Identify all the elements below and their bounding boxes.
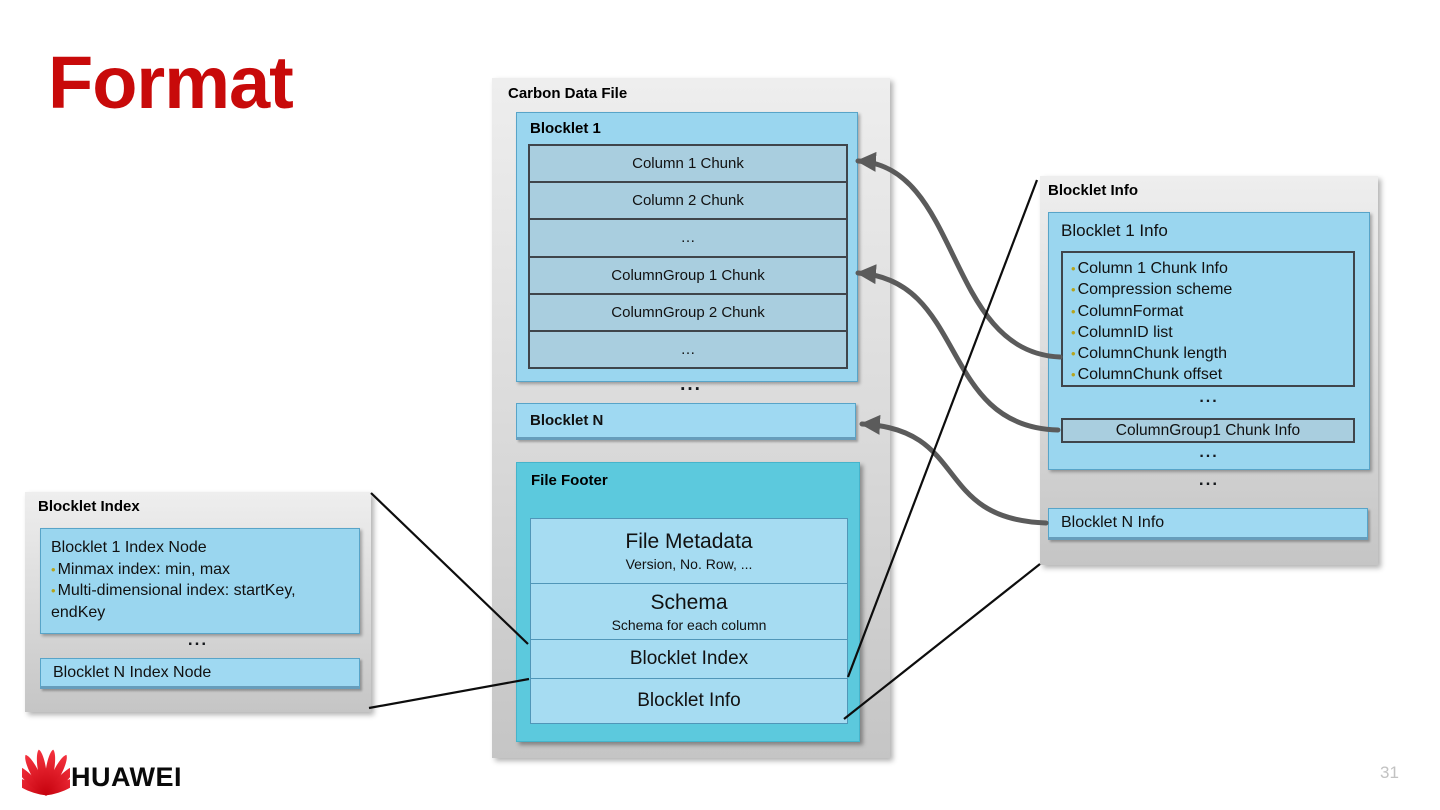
footer-row-subtitle: Version, No. Row, ... — [625, 556, 753, 572]
carbon-data-file-panel: Carbon Data File Blocklet 1 Column 1 Chu… — [492, 78, 890, 758]
footer-row-title: File Metadata — [625, 530, 753, 553]
footer-row-blocklet-index: Blocklet Index — [531, 639, 847, 678]
file-footer-box: File Footer File Metadata Version, No. R… — [516, 462, 860, 742]
columngroup-chunk-info-bar: ColumnGroup1 Chunk Info — [1061, 418, 1355, 443]
chunk-row: … — [530, 218, 846, 256]
blocklet-info-title: Blocklet Info — [1048, 182, 1139, 199]
list-item: •Multi-dimensional index: startKey, endK… — [51, 582, 296, 621]
bullet-icon: • — [1071, 367, 1076, 383]
blocklet-1-index-node-label: Blocklet 1 Index Node — [51, 539, 207, 556]
bullet-icon: • — [1071, 346, 1076, 362]
blocklet-1-label: Blocklet 1 — [530, 120, 601, 137]
file-footer-title: File Footer — [531, 472, 608, 489]
blocklet-index-panel: Blocklet Index Blocklet 1 Index Node •Mi… — [25, 492, 371, 712]
huawei-logo: HUAWEI — [11, 748, 202, 803]
blocklet-1-index-node-box: Blocklet 1 Index Node •Minmax index: min… — [40, 528, 360, 634]
ellipsis: ... — [1198, 470, 1220, 489]
footer-row-subtitle: Schema for each column — [611, 616, 767, 633]
list-item: •Minmax index: min, max — [51, 560, 231, 578]
list-item: •ColumnID list — [1071, 323, 1173, 341]
blocklet-n-info-label: Blocklet N Info — [1061, 514, 1165, 531]
list-item: •Compression scheme — [1071, 281, 1233, 299]
bullet-icon: • — [1071, 282, 1076, 298]
carbon-data-file-title: Carbon Data File — [508, 85, 628, 102]
list-item: •ColumnChunk offset — [1071, 366, 1223, 384]
footer-row-title: Blocklet Info — [637, 690, 741, 711]
footer-row-schema: Schema Schema for each column — [531, 583, 847, 639]
footer-row-title: Schema — [650, 590, 728, 614]
blocklet-n-bar: Blocklet N — [516, 403, 856, 440]
footer-row-file-metadata: File Metadata Version, No. Row, ... — [531, 519, 847, 583]
bullet-icon: • — [1071, 261, 1076, 276]
blocklet-1-box: Blocklet 1 Column 1 Chunk Column 2 Chunk… — [516, 112, 858, 382]
chunk-table: Column 1 Chunk Column 2 Chunk … ColumnGr… — [528, 144, 848, 369]
list-item: •ColumnChunk length — [1071, 345, 1227, 363]
ellipsis: ... — [1199, 389, 1219, 406]
blocklet-n-label: Blocklet N — [530, 412, 604, 429]
bullet-icon: • — [1071, 303, 1076, 319]
bullet-icon: • — [51, 583, 56, 598]
blocklet-n-index-node-label: Blocklet N Index Node — [53, 663, 212, 681]
blocklet-index-title: Blocklet Index — [38, 498, 140, 515]
ellipsis: ... — [1199, 444, 1219, 461]
chunk-row: Column 2 Chunk — [530, 181, 846, 219]
blocklet-1-info-box: Blocklet 1 Info •Column 1 Chunk Info •Co… — [1048, 212, 1370, 470]
blocklet-1-info-label: Blocklet 1 Info — [1061, 221, 1168, 240]
footer-row-title: Blocklet Index — [629, 648, 749, 669]
page-number: 31 — [1380, 763, 1399, 782]
ellipsis: ... — [187, 630, 209, 649]
ellipsis: ... — [680, 374, 702, 395]
chunk-row: Column 1 Chunk — [530, 146, 846, 182]
list-item: •ColumnFormat — [1071, 302, 1184, 320]
footer-row-blocklet-info: Blocklet Info — [531, 678, 847, 723]
chunk-info-list: •Column 1 Chunk Info •Compression scheme… — [1061, 251, 1355, 387]
file-footer-rows: File Metadata Version, No. Row, ... Sche… — [530, 518, 848, 724]
chunk-row: ColumnGroup 2 Chunk — [530, 292, 846, 330]
blocklet-info-panel: Blocklet Info Blocklet 1 Info •Column 1 … — [1040, 176, 1378, 565]
blocklet-n-info-bar: Blocklet N Info — [1048, 508, 1368, 540]
page-title: Format — [48, 41, 294, 124]
list-item: •Column 1 Chunk Info — [1071, 260, 1228, 277]
chunk-row: … — [530, 329, 846, 368]
bullet-icon: • — [1071, 324, 1076, 340]
chunk-row: ColumnGroup 1 Chunk — [530, 255, 846, 293]
huawei-logo-text: HUAWEI — [71, 762, 182, 792]
blocklet-n-index-node-bar: Blocklet N Index Node — [40, 658, 360, 689]
bullet-icon: • — [51, 561, 56, 577]
huawei-flower-icon — [11, 749, 81, 796]
